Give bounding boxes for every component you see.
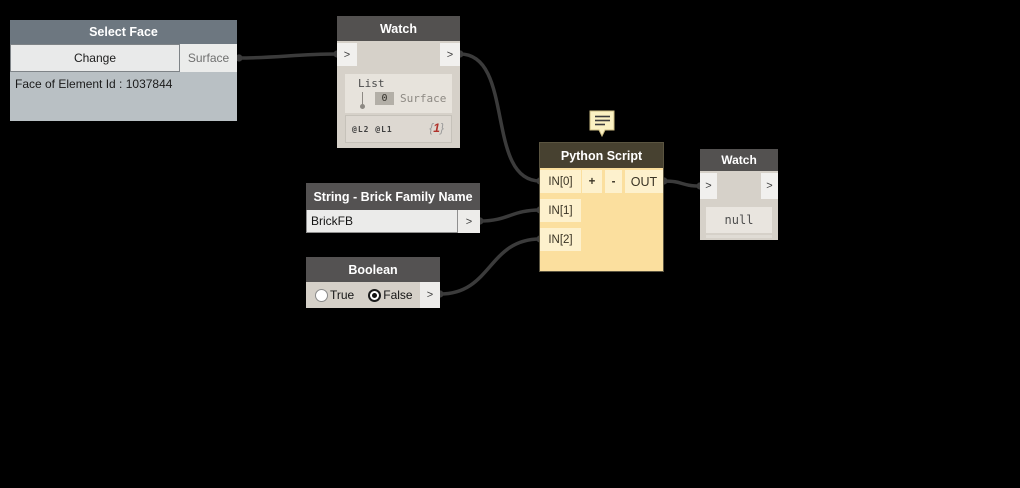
selected-face-info: Face of Element Id : 1037844 — [15, 77, 173, 91]
node-comment-icon[interactable] — [589, 110, 615, 138]
lacing-levels-label[interactable]: @L2 @L1 — [352, 125, 393, 134]
count-open-brace: { — [429, 121, 434, 135]
tree-index-badge: 0 — [375, 92, 394, 105]
node-header[interactable]: String - Brick Family Name — [306, 183, 480, 210]
node-title: Select Face — [89, 25, 158, 39]
tree-root-label: List — [358, 77, 385, 90]
radio-true-label[interactable]: True — [330, 288, 355, 302]
wire-python-to-watch[interactable] — [662, 179, 702, 188]
node-header[interactable]: Watch — [700, 149, 778, 171]
node-title: Python Script — [560, 148, 643, 163]
tree-connector-line — [362, 92, 363, 105]
radio-selected-dot — [372, 292, 378, 298]
node-watch-surface[interactable]: Watch > > List 0 Surface @L2 @L1 {1} — [337, 16, 460, 148]
node-header[interactable]: Python Script — [540, 143, 663, 168]
node-title: String - Brick Family Name — [313, 189, 473, 204]
output-port[interactable]: > — [458, 210, 480, 233]
radio-true[interactable] — [315, 288, 328, 302]
output-port[interactable]: > — [420, 282, 440, 308]
node-python-script[interactable]: Python Script IN[0] IN[1] IN[2] + - OUT — [540, 143, 663, 271]
count-value: 1 — [433, 121, 440, 135]
change-button[interactable]: Change — [10, 44, 180, 72]
tree-connector-dot — [360, 104, 365, 109]
string-value-input[interactable]: BrickFB — [306, 210, 458, 233]
node-title: Watch — [721, 153, 757, 167]
node-header[interactable]: Select Face — [10, 20, 237, 44]
wire-selectface-to-watch[interactable] — [236, 52, 339, 60]
input-port[interactable]: > — [700, 173, 717, 199]
output-port[interactable]: > — [761, 173, 778, 199]
node-header[interactable]: Boolean — [306, 257, 440, 282]
python-input-port-2[interactable]: IN[2] — [540, 228, 581, 251]
node-title: Boolean — [348, 262, 398, 277]
python-output-port[interactable]: OUT — [625, 170, 663, 193]
node-title: Watch — [379, 21, 418, 36]
python-input-port-1[interactable]: IN[1] — [540, 199, 581, 222]
watch-value: null — [706, 207, 772, 233]
add-input-button[interactable]: + — [582, 170, 602, 193]
radio-false-label[interactable]: False — [383, 288, 413, 302]
input-port[interactable]: > — [337, 43, 357, 66]
radio-false[interactable] — [368, 288, 382, 302]
tree-item-value: Surface — [400, 92, 447, 105]
node-select-face[interactable]: Select Face Change Surface Face of Eleme… — [10, 20, 237, 121]
python-input-port-0[interactable]: IN[0] — [540, 170, 581, 193]
node-string-brick-family[interactable]: String - Brick Family Name BrickFB > — [306, 183, 480, 233]
remove-input-button[interactable]: - — [605, 170, 622, 193]
count-close-brace: } — [439, 121, 444, 135]
surface-output-port[interactable]: Surface — [180, 44, 237, 72]
node-watch-result[interactable]: Watch > > null — [700, 149, 778, 240]
watch-value-tree[interactable]: List 0 Surface — [345, 74, 452, 113]
wire-string-to-python-in1[interactable] — [478, 208, 542, 223]
wire-boolean-to-python-in2[interactable] — [438, 237, 542, 296]
node-header[interactable]: Watch — [337, 16, 460, 41]
node-boolean[interactable]: Boolean True False > — [306, 257, 440, 308]
list-count-badge: {1} — [429, 121, 444, 135]
output-port[interactable]: > — [440, 43, 460, 66]
watch-footer: @L2 @L1 {1} — [345, 115, 452, 143]
wire-watch-to-python-in0[interactable] — [458, 52, 542, 183]
resize-strip[interactable] — [706, 235, 772, 238]
